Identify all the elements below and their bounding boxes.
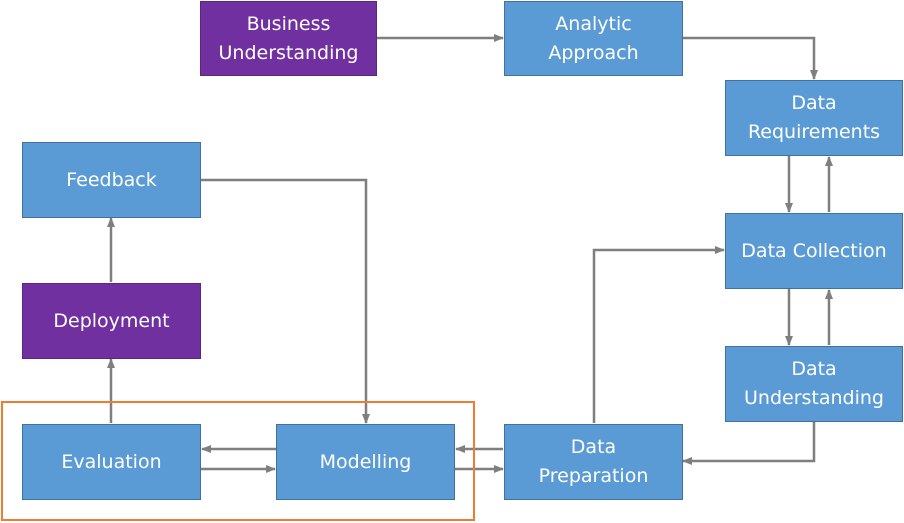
modelling-evaluation-highlight-frame xyxy=(1,401,475,521)
edge-feedback-to-modelling xyxy=(201,178,370,424)
node-deployment[interactable]: Deployment xyxy=(22,283,201,359)
node-evaluation[interactable]: Evaluation xyxy=(22,424,201,500)
edge-analytic-to-requirements xyxy=(683,36,818,80)
node-data-collection[interactable]: Data Collection xyxy=(725,213,903,289)
node-data-requirements[interactable]: Data Requirements xyxy=(725,80,903,156)
node-business-understanding[interactable]: Business Understanding xyxy=(200,1,377,76)
edge-understanding-to-preparation xyxy=(682,422,816,465)
node-analytic-approach[interactable]: Analytic Approach xyxy=(504,1,683,76)
node-data-preparation[interactable]: Data Preparation xyxy=(504,424,683,500)
node-data-understanding[interactable]: Data Understanding xyxy=(725,346,903,422)
node-modelling[interactable]: Modelling xyxy=(276,424,455,500)
node-feedback[interactable]: Feedback xyxy=(22,142,201,218)
edge-preparation-to-collection xyxy=(592,246,725,423)
